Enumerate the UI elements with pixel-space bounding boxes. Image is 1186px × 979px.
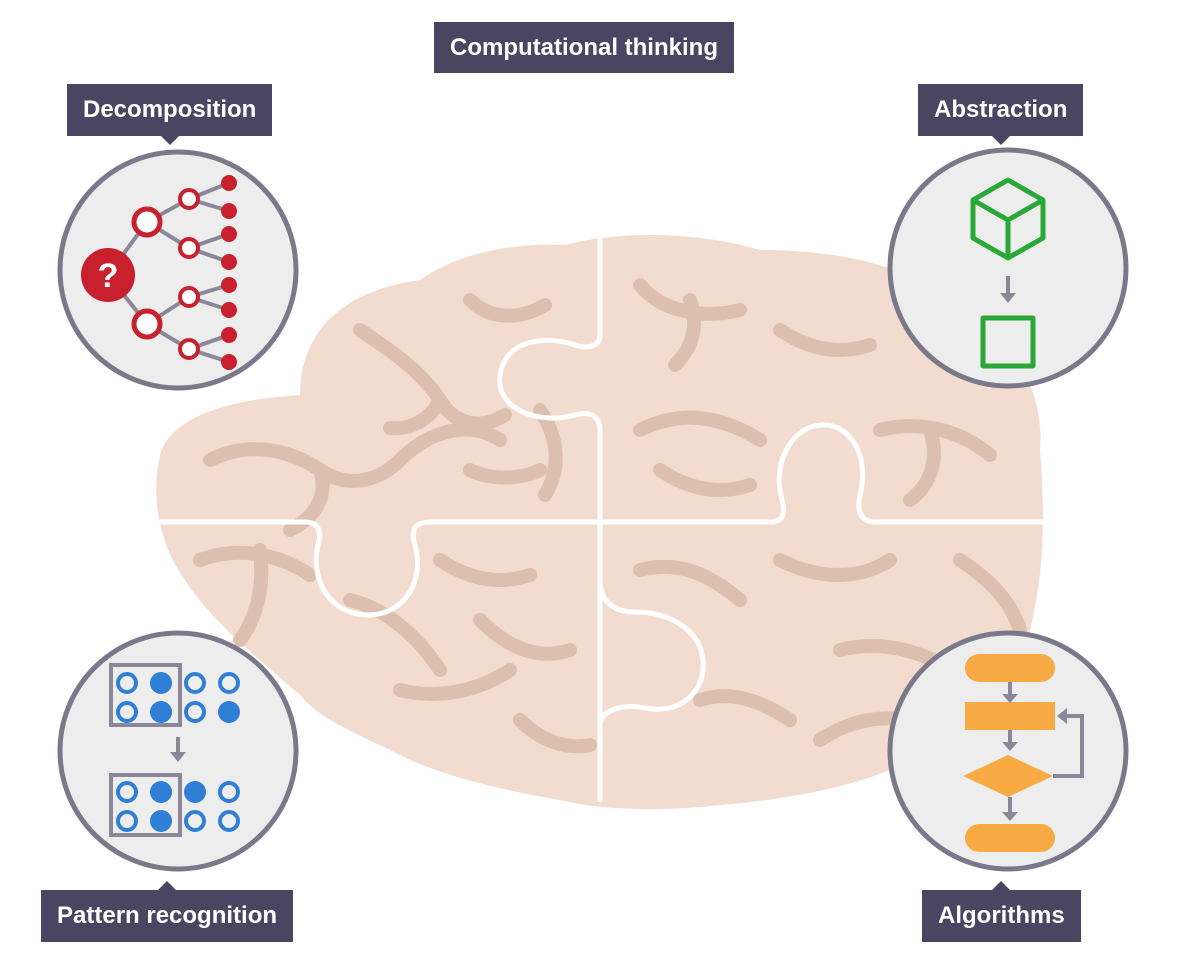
- abstraction-node: [887, 147, 1129, 389]
- cube-to-square-icon: [970, 177, 1046, 369]
- abstraction-label: Abstraction: [918, 84, 1084, 145]
- algorithms-node: [887, 630, 1129, 872]
- pattern-recognition-node: [57, 630, 299, 872]
- algorithms-label: Algorithms: [922, 881, 1081, 942]
- dot-grid-pattern-icon: [109, 663, 240, 837]
- pattern-recognition-label: Pattern recognition: [41, 881, 294, 942]
- page-title: Computational thinking: [434, 22, 734, 73]
- brain-puzzle-icon: [152, 234, 1048, 810]
- flowchart-icon: [963, 654, 1084, 852]
- question-tree-icon: ?: [81, 175, 237, 370]
- decomposition-label: Decomposition: [67, 84, 273, 145]
- decomposition-node: ?: [57, 149, 299, 391]
- puzzle-cuts: [152, 237, 1048, 803]
- svg-text:?: ?: [98, 257, 119, 295]
- brain-folds: [193, 278, 1027, 754]
